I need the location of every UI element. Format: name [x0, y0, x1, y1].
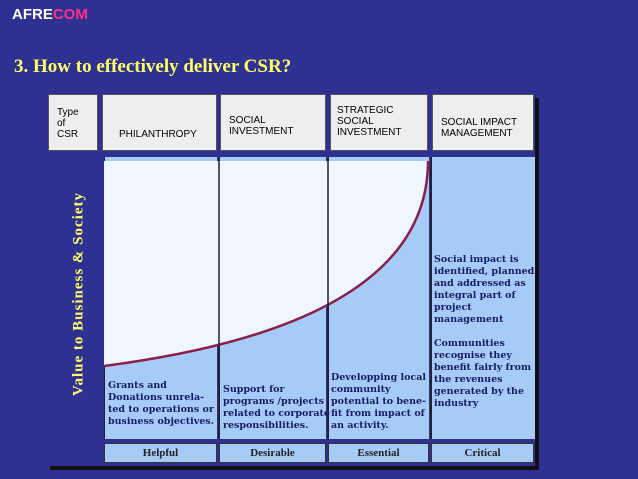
- social-impact-management-description: Social impact is identified, planned and…: [434, 254, 535, 409]
- social-investment-description: Support for programs /projects related t…: [223, 384, 330, 431]
- value-desirable: Desirable: [219, 443, 326, 463]
- header-strategic-social-investment-label: STRATEGIC SOCIAL INVESTMENT: [337, 105, 402, 138]
- type-of-csr-label: Type of CSR: [57, 107, 79, 140]
- csr-table: Type of CSR PHILANTHROPY SOCIAL INVESTME…: [46, 94, 535, 466]
- header-strategic-social-investment: STRATEGIC SOCIAL INVESTMENT: [330, 94, 428, 151]
- value-helpful: Helpful: [104, 443, 217, 463]
- type-of-csr-header: Type of CSR: [48, 94, 98, 151]
- slide-title: 3. How to effectively deliver CSR?: [14, 56, 292, 77]
- axis-label-box: Value to Business & Society: [58, 154, 100, 434]
- header-philanthropy-label: PHILANTHROPY: [119, 129, 197, 140]
- header-social-investment-label: SOCIAL INVESTMENT: [229, 115, 294, 137]
- value-critical: Critical: [431, 443, 534, 463]
- philanthropy-description: Grants and Donations unrela- ted to oper…: [108, 380, 214, 427]
- header-social-impact-management-label: SOCIAL IMPACT MANAGEMENT: [441, 117, 518, 139]
- header-social-investment: SOCIAL INVESTMENT: [220, 94, 326, 151]
- afrecom-logo: AFRECOM: [12, 6, 88, 23]
- value-essential: Essential: [328, 443, 429, 463]
- value-curve-fill: [104, 161, 428, 366]
- value-curve-line: [103, 160, 430, 368]
- strategic-social-investment-description: Developping local community potential to…: [331, 372, 427, 431]
- header-philanthropy: PHILANTHROPY: [102, 94, 217, 151]
- value-curve: [103, 157, 432, 439]
- header-social-impact-management: SOCIAL IMPACT MANAGEMENT: [432, 94, 534, 151]
